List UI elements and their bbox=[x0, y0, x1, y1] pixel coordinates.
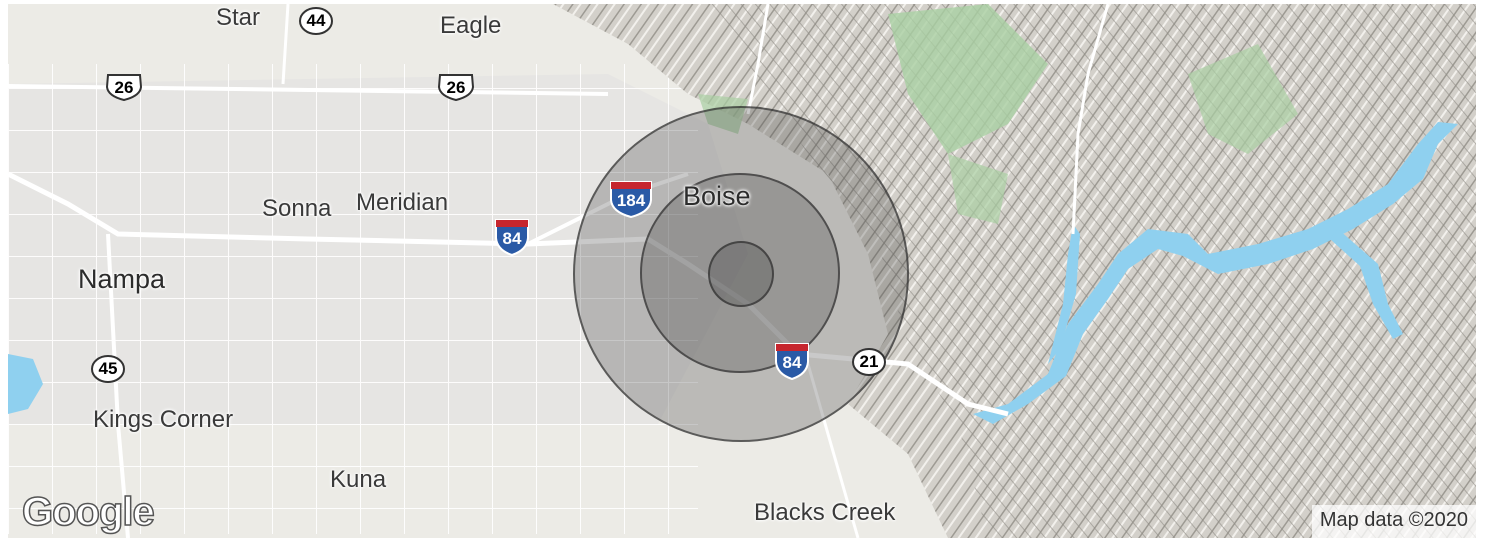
place-label-kuna: Kuna bbox=[330, 466, 387, 493]
shield-number: 44 bbox=[306, 11, 326, 30]
shield-number: 21 bbox=[859, 352, 879, 371]
shield-shape bbox=[495, 219, 529, 257]
river-water bbox=[1048, 224, 1080, 364]
map-canvas[interactable]: Star Eagle Sonna Meridian Boise Nampa Ki… bbox=[8, 4, 1476, 538]
state-highway-45-shield: 45 bbox=[90, 354, 126, 384]
google-logo[interactable]: Google bbox=[21, 489, 155, 535]
state-highway-21-shield: 21 bbox=[851, 347, 887, 377]
shield-number: 184 bbox=[616, 191, 646, 210]
mountain-shading bbox=[708, 4, 1476, 538]
us-route-26-shield: 26 bbox=[436, 72, 476, 102]
forest-patch bbox=[1188, 44, 1298, 154]
shield-shape bbox=[437, 74, 475, 102]
forest-patch bbox=[948, 154, 1008, 224]
place-label-sonna: Sonna bbox=[262, 195, 332, 222]
shield-number: 84 bbox=[782, 353, 802, 372]
interstate-84-shield: 84 bbox=[494, 218, 530, 257]
reservoir-arm bbox=[1330, 229, 1403, 339]
shield-shape bbox=[852, 348, 886, 376]
state-45-road bbox=[106, 233, 130, 538]
interstate-84-shield: 84 bbox=[774, 342, 810, 381]
place-label-eagle: Eagle bbox=[440, 12, 502, 39]
radius-ring-inner[interactable] bbox=[708, 241, 774, 307]
state-highway-44-shield: 44 bbox=[298, 6, 334, 36]
road-star bbox=[281, 4, 290, 85]
forest-patch bbox=[888, 4, 1048, 154]
place-label-boise: Boise bbox=[683, 181, 751, 211]
place-label-meridian: Meridian bbox=[356, 189, 449, 216]
shield-number: 26 bbox=[446, 78, 466, 97]
us-route-26-shield: 26 bbox=[104, 72, 144, 102]
place-label-blacks-creek: Blacks Creek bbox=[754, 499, 896, 526]
map-base-layer bbox=[8, 4, 1476, 538]
road-north bbox=[746, 4, 770, 115]
shield-number: 45 bbox=[98, 359, 118, 378]
place-label-nampa: Nampa bbox=[78, 264, 166, 294]
shield-shape bbox=[299, 7, 333, 35]
shield-shape bbox=[105, 74, 143, 102]
interstate-184-shield: 184 bbox=[608, 180, 654, 219]
lake-water bbox=[8, 354, 43, 414]
shield-shape bbox=[610, 181, 652, 219]
shield-number: 84 bbox=[502, 229, 522, 248]
shield-shape bbox=[775, 343, 809, 381]
mountain-road bbox=[1071, 4, 1110, 235]
place-label-kings-corner: Kings Corner bbox=[93, 406, 234, 433]
map-data-attribution[interactable]: Map data ©2020 bbox=[1311, 505, 1476, 538]
shield-shape bbox=[91, 355, 125, 383]
place-label-star: Star bbox=[216, 4, 261, 31]
shield-number: 26 bbox=[114, 78, 134, 97]
